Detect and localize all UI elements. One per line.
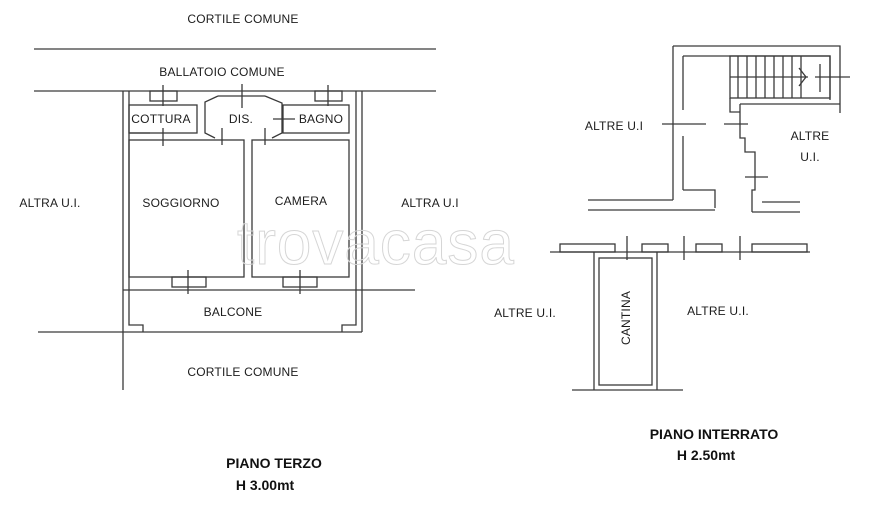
- label-kitchen: COTTURA: [131, 112, 191, 126]
- label-bedroom: CAMERA: [274, 194, 328, 208]
- label-balcony: BALCONE: [203, 305, 263, 319]
- label-hall: DIS.: [228, 112, 254, 126]
- label-bathroom: BAGNO: [298, 112, 344, 126]
- floor-height-basement: H 2.50mt: [676, 447, 736, 463]
- label-left-unit: ALTRA U.I.: [19, 196, 81, 210]
- label-cellar: CANTINA: [619, 290, 633, 346]
- floor-height-third: H 3.00mt: [235, 477, 295, 493]
- floor-title-basement: PIANO INTERRATO: [649, 426, 779, 442]
- floor-title-third: PIANO TERZO: [226, 455, 322, 471]
- label-upper-right-unit-line1: ALTRE: [790, 129, 830, 143]
- label-gallery: BALLATOIO COMUNE: [159, 65, 285, 79]
- label-lower-left-unit: ALTRE U.I.: [494, 306, 556, 320]
- watermark: trovacasa: [237, 209, 515, 279]
- label-bottom-courtyard: CORTILE COMUNE: [187, 365, 299, 379]
- label-upper-right-unit-line2: U.I.: [800, 150, 820, 164]
- label-top-courtyard: CORTILE COMUNE: [187, 12, 299, 26]
- label-living-room: SOGGIORNO: [142, 196, 220, 210]
- label-upper-left-unit: ALTRE U.I: [584, 119, 644, 133]
- third-floor-walls: [34, 48, 436, 390]
- basement-walls: [550, 45, 850, 391]
- label-right-unit: ALTRA U.I: [401, 196, 459, 210]
- label-lower-right-unit: ALTRE U.I.: [687, 304, 749, 318]
